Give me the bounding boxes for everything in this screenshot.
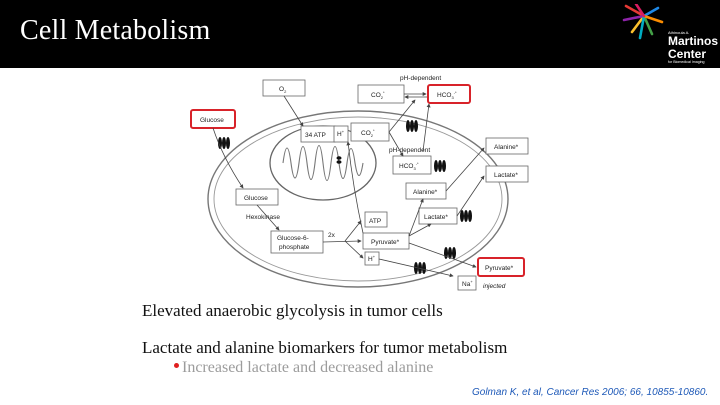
hplus-top-box — [333, 125, 349, 143]
hplus-bottom-label: H+ — [368, 254, 376, 263]
cell-metabolism-diagram: O2 pH-dependent CO2* HCO3-* Glucose 34 A… — [190, 75, 529, 291]
alanine-outer-box — [485, 137, 529, 155]
g6p-label-2: phosphate — [279, 244, 310, 251]
ph-dependent-top-label: pH-dependent — [400, 75, 441, 82]
lactate-outer-box — [485, 165, 529, 183]
atp34-label: 34 ATP — [305, 132, 326, 139]
na-box — [457, 275, 477, 291]
co2-outer-box — [357, 84, 405, 104]
ph-dependent-mid-label: pH-dependent — [389, 147, 430, 154]
sub-bullet-lactate-alanine: Increased lactate and decreased alanine — [182, 359, 434, 376]
hexokinase-label: Hexokinase — [246, 214, 280, 221]
transporter-icons — [218, 120, 472, 274]
cell-outer-membrane — [207, 110, 509, 288]
pathway-arrows — [212, 92, 485, 278]
o2-label: O2 — [279, 86, 287, 94]
glucose-inner-label: Glucose — [244, 195, 268, 202]
atp-label: ATP — [369, 218, 381, 225]
logo-small-text: Athinoula A. — [668, 30, 690, 35]
injected-label: injected — [483, 283, 506, 290]
logo-martinos: Martinos — [668, 34, 719, 48]
logo-burst-icon — [622, 2, 664, 40]
glucose-outer-label: Glucose — [200, 117, 224, 124]
slide-header: Cell Metabolism Athinoula A. Martinos Ce… — [0, 0, 720, 68]
bullet-biomarkers: Lactate and alanine biomarkers for tumor… — [142, 338, 508, 357]
slide-title: Cell Metabolism — [20, 15, 211, 46]
sub-bullet-dot — [174, 363, 179, 368]
pyruvate-outer-label: Pyruvate* — [485, 265, 514, 272]
hco3-outer-box — [427, 84, 471, 104]
hplus-top-label: H+ — [337, 129, 345, 138]
co2-inner-label: CO2* — [361, 128, 375, 138]
logo-center: Center — [668, 47, 707, 61]
cell-inner-membrane — [213, 116, 503, 282]
alanine-outer-label: Alanine* — [494, 144, 519, 151]
hco3-inner-label: HCO3-* — [399, 161, 419, 171]
pyruvate-inner-label: Pyruvate* — [371, 239, 400, 246]
lactate-inner-label: Lactate* — [424, 214, 448, 221]
bullet-glycolysis: Elevated anaerobic glycolysis in tumor c… — [142, 301, 443, 320]
pyruvate-outer-box — [477, 257, 525, 277]
co2-outer-label: CO2* — [371, 90, 385, 100]
hco3-inner-box — [392, 155, 432, 175]
two-x-label: 2x — [328, 232, 336, 239]
alanine-inner-label: Alanine* — [413, 189, 438, 196]
pyruvate-inner-box — [362, 232, 410, 250]
na-label: Na+ — [462, 279, 473, 288]
logo-subtitle: for Biomedical Imaging — [668, 60, 705, 64]
atp-box — [364, 211, 388, 228]
martinos-center-logo: Athinoula A. Martinos Center for Biomedi… — [622, 2, 718, 66]
lactate-outer-label: Lactate* — [494, 172, 518, 179]
hplus-bottom-box — [364, 251, 380, 266]
hco3-outer-label: HCO3-* — [437, 90, 457, 100]
citation: Golman K, et al, Cancer Res 2006; 66, 10… — [472, 387, 709, 398]
g6p-label-1: Glucose-6- — [277, 235, 309, 242]
